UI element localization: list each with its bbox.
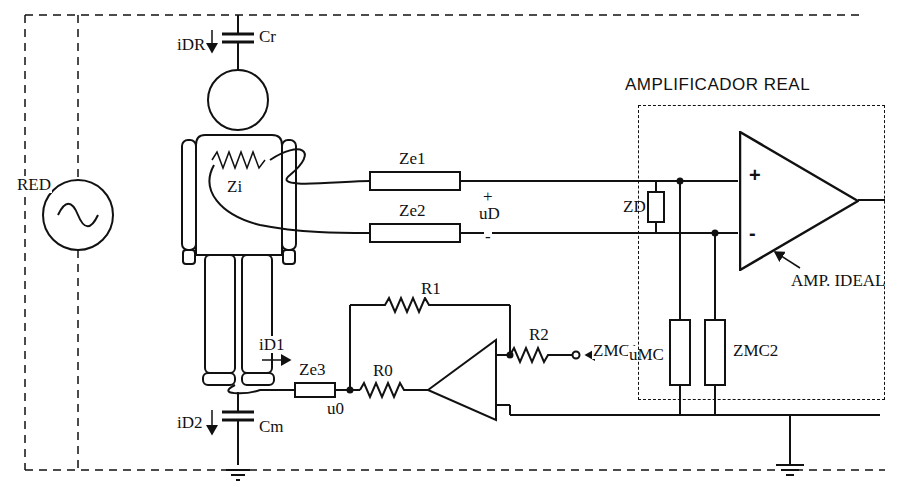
voltage-label: u0 <box>326 400 345 417</box>
mains-source <box>43 180 113 250</box>
polarity-sign: - <box>484 228 492 245</box>
amplifier-triangle <box>739 131 859 271</box>
impedance-symbol <box>648 181 664 233</box>
right-leg-driver <box>295 298 580 420</box>
current-label: iDR <box>176 36 206 53</box>
impedance-label: Ze1 <box>398 150 426 167</box>
impedance-symbol <box>370 172 460 190</box>
capacitor-symbol <box>222 392 254 480</box>
wire <box>460 180 738 182</box>
ideal-amplifier: +- <box>739 131 859 271</box>
current-arrow <box>211 410 213 434</box>
impedance-symbol <box>370 224 460 242</box>
impedance-label: Zi <box>226 178 243 195</box>
electrode-wires <box>210 149 370 393</box>
output-wire <box>858 199 885 201</box>
resistor-label: R1 <box>420 280 442 297</box>
impedance-label: ZD <box>622 198 647 215</box>
housing-heading: AMPLIFICADOR REAL <box>625 76 810 93</box>
amplifier-housing: AMPLIFICADOR REAL+- <box>638 105 885 400</box>
voltage-label: uMC <box>628 346 665 363</box>
current-arrow <box>262 359 290 361</box>
voltage-label: uD <box>478 205 501 222</box>
wire <box>460 232 738 234</box>
impedance-label: Ze3 <box>298 361 326 378</box>
input-sign: - <box>749 223 756 243</box>
leader-arrow <box>775 252 800 268</box>
input-sign: + <box>749 165 761 185</box>
current-arrow <box>211 30 213 52</box>
capacitor-label: Cr <box>258 28 277 45</box>
source-label: RED <box>16 176 52 193</box>
current-label: iD2 <box>176 414 204 431</box>
current-label: iD1 <box>258 336 286 353</box>
resistor-label: R2 <box>528 326 550 343</box>
capacitor-symbol <box>222 15 254 70</box>
resistor-label: R0 <box>372 362 394 379</box>
impedance-label: Ze2 <box>398 202 426 219</box>
callout-label: AMP. IDEAL <box>790 272 886 289</box>
impedance-label: ZMC2 <box>732 342 779 359</box>
stray-coupling-lines <box>25 15 885 470</box>
ground-rail <box>510 415 880 475</box>
common-mode-impedances <box>670 179 725 416</box>
polarity-sign: + <box>482 188 494 205</box>
capacitor-label: Cm <box>258 418 285 435</box>
